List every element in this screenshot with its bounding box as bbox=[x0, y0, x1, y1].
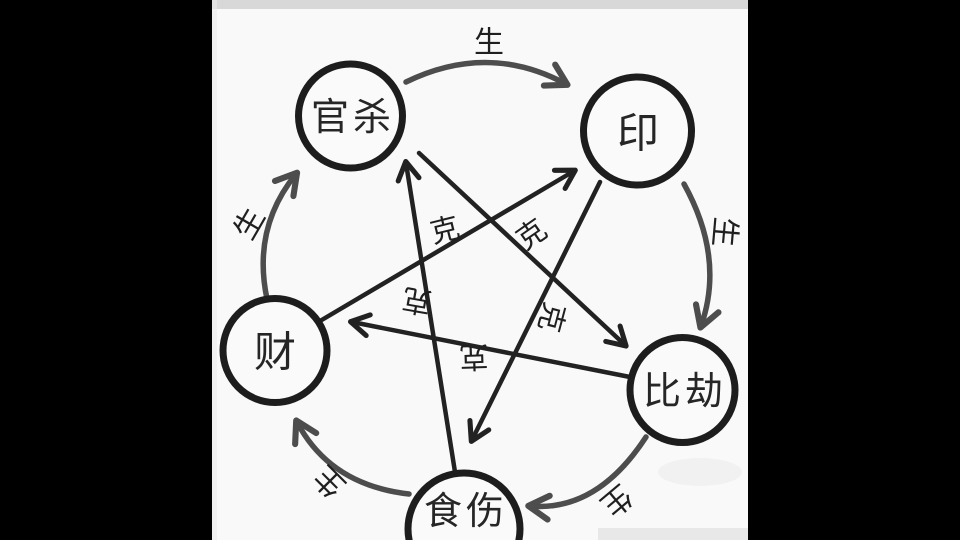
sheng-label-right: 生 bbox=[706, 216, 741, 249]
bottom-right-shade bbox=[598, 528, 748, 540]
node-bijie-label: 比劫 bbox=[643, 371, 727, 413]
node-guansha-label: 官杀 bbox=[311, 97, 395, 139]
ke-label-5: 克 bbox=[459, 340, 489, 373]
arc-yin-to-bijie bbox=[681, 181, 722, 331]
line-bijie-overcomes-cai bbox=[347, 312, 633, 380]
paper-smudge bbox=[658, 458, 742, 486]
arc-guansha-to-yin bbox=[403, 59, 571, 89]
node-yin-circle bbox=[580, 73, 695, 189]
node-yin-label: 印 bbox=[617, 110, 659, 157]
line-cai-overcomes-yin bbox=[317, 167, 578, 324]
node-guansha-circle bbox=[295, 60, 406, 172]
node-cai-label: 财 bbox=[254, 329, 296, 376]
arc-shishang-to-cai bbox=[292, 417, 412, 497]
top-scan-strip bbox=[212, 0, 748, 9]
left-edge-shade bbox=[212, 0, 217, 540]
line-yin-overcomes-shishang bbox=[467, 179, 603, 444]
line-shishang-overcomes-guansha bbox=[395, 158, 458, 475]
ke-label-3: 克 bbox=[400, 282, 434, 319]
arc-cai-to-guansha bbox=[260, 169, 301, 302]
node-shishang-circle bbox=[404, 469, 524, 540]
node-shishang-label: 食伤 bbox=[424, 491, 508, 533]
white-panel bbox=[212, 0, 748, 540]
line-guansha-overcomes-bijie bbox=[416, 150, 629, 349]
node-cai-circle bbox=[219, 295, 331, 406]
node-bijie-circle bbox=[626, 334, 739, 446]
arc-bijie-to-shishang bbox=[525, 434, 649, 523]
sheng-label-top: 生 bbox=[474, 27, 504, 60]
